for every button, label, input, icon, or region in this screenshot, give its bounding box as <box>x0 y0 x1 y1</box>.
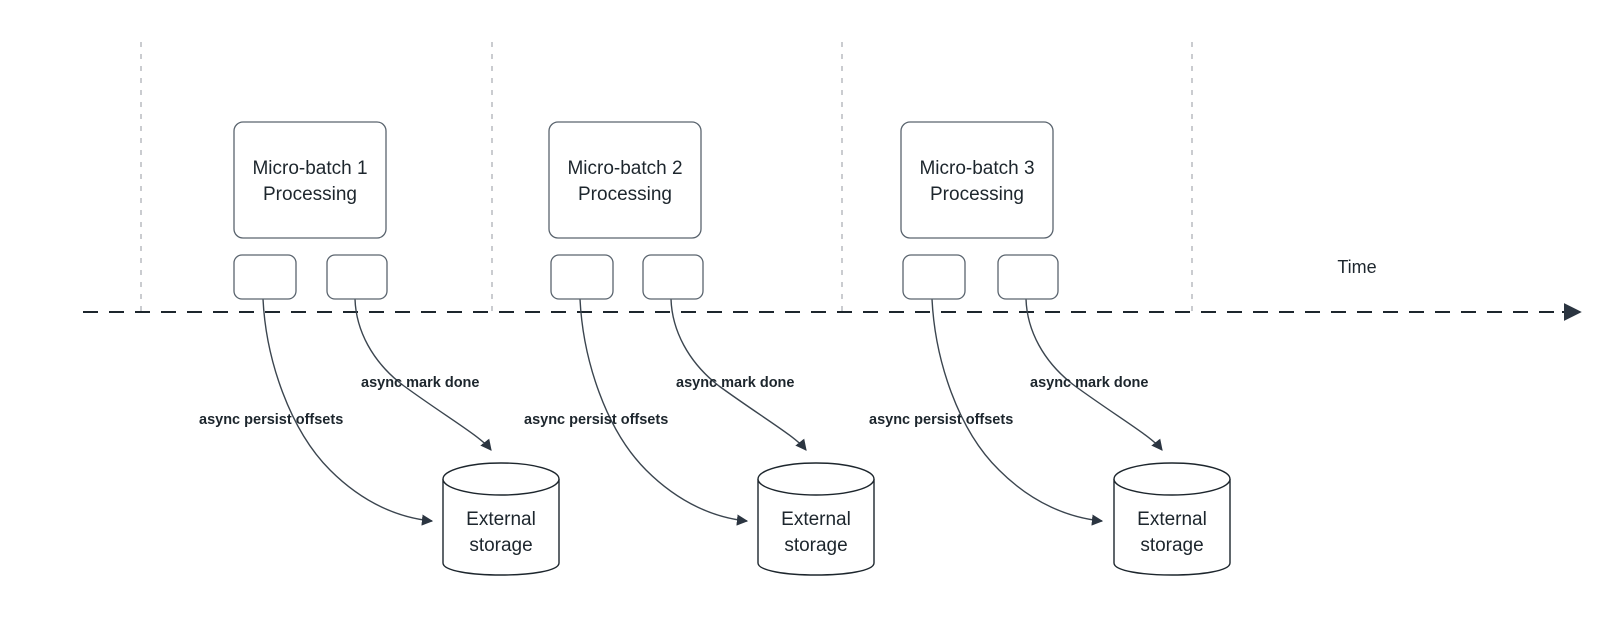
micro-batch-3-label-line1: Micro-batch 3 <box>919 158 1034 179</box>
async-persist-offsets-1-path <box>262 298 434 526</box>
edge-connectors <box>262 298 1163 526</box>
batch-boundary-ticks <box>140 42 1193 318</box>
async-persist-offsets-3-path <box>931 298 1104 526</box>
external-storage-2-top[interactable] <box>757 462 875 496</box>
external-storage-1-label-line1: External <box>466 509 536 530</box>
micro-batch-3-box[interactable] <box>900 121 1054 239</box>
edge-labels: async persist offsets async mark done asyn… <box>199 375 1148 428</box>
external-storage-3-label-line1: External <box>1137 509 1207 530</box>
micro-batch-3-mark-done-task[interactable] <box>997 254 1059 300</box>
external-storage-2-label-line1: External <box>781 509 851 530</box>
async-mark-done-3-label: async mark done <box>1030 375 1148 391</box>
external-storage-3-body[interactable] <box>1113 479 1231 576</box>
micro-batch-3-label-line2: Processing <box>930 184 1024 205</box>
external-storage-3-label-line2: storage <box>1140 535 1203 556</box>
micro-batch-2-persist-offsets-task[interactable] <box>550 254 614 300</box>
micro-batch-2-mark-done-task[interactable] <box>642 254 704 300</box>
external-storage-1-top[interactable] <box>442 462 560 496</box>
micro-batch-1-persist-offsets-task[interactable] <box>233 254 297 300</box>
micro-batch-2-label-line2: Processing <box>578 184 672 205</box>
micro-batch-2-box[interactable] <box>548 121 702 239</box>
async-mark-done-3-path <box>1025 298 1163 451</box>
async-persist-offsets-2-label: async persist offsets <box>524 412 668 428</box>
external-storage-3-top[interactable] <box>1113 462 1231 496</box>
micro-batch-1-box[interactable] <box>233 121 387 239</box>
micro-batch-2-label-line1: Micro-batch 2 <box>567 158 682 179</box>
async-mark-done-2-label: async mark done <box>676 375 794 391</box>
micro-batch-3-persist-offsets-task[interactable] <box>902 254 966 300</box>
external-storage-2-body[interactable] <box>757 479 875 576</box>
time-axis-label: Time <box>1337 257 1376 277</box>
time-axis: Time <box>83 257 1582 321</box>
external-storage-2-label-line2: storage <box>784 535 847 556</box>
external-storage-1-body[interactable] <box>442 479 560 576</box>
micro-batch-1-label-line2: Processing <box>263 184 357 205</box>
external-storage-1-label-line2: storage <box>469 535 532 556</box>
nodes: Micro-batch 1ProcessingExternalstorageMi… <box>233 121 1231 576</box>
async-mark-done-2-path <box>670 298 807 451</box>
micro-batch-1-label-line1: Micro-batch 1 <box>252 158 367 179</box>
async-persist-offsets-3-label: async persist offsets <box>869 412 1013 428</box>
async-persist-offsets-2-path <box>579 298 749 526</box>
micro-batch-1-mark-done-task[interactable] <box>326 254 388 300</box>
async-mark-done-1-label: async mark done <box>361 375 479 391</box>
async-persist-offsets-1-label: async persist offsets <box>199 412 343 428</box>
async-mark-done-1-path <box>354 298 492 451</box>
